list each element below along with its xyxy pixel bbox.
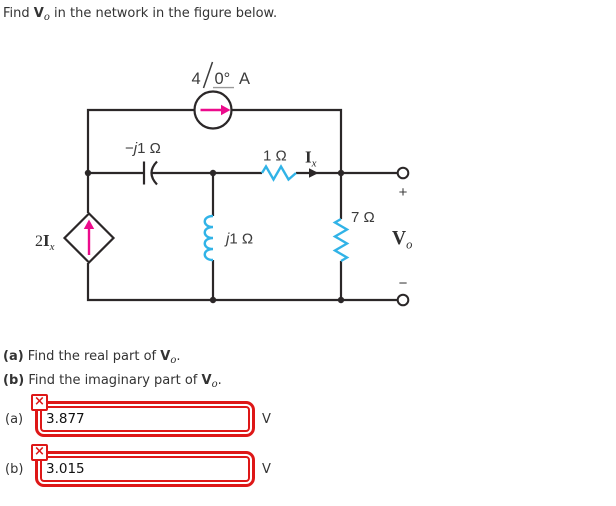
answer-input-b[interactable] xyxy=(40,456,250,482)
question-b-label: (b) xyxy=(3,373,25,388)
wire xyxy=(231,108,343,219)
question-b-text: Find the imaginary part of xyxy=(24,373,202,388)
source-unit: A xyxy=(239,70,250,88)
page-title: Find Vo in the network in the figure bel… xyxy=(3,6,277,23)
answer-b-error-outline xyxy=(35,451,255,487)
label-resistor-7ohm: 7 Ω xyxy=(351,209,375,226)
ix-direction-arrow xyxy=(309,168,319,178)
label-capacitor: −j1 Ω xyxy=(125,140,161,157)
question-list: (a) Find the real part of Vo. (b) Find t… xyxy=(3,347,222,395)
source-angle: 0° xyxy=(215,70,231,88)
label-ix: Ix xyxy=(305,148,317,170)
wire xyxy=(86,108,195,213)
question-a-label: (a) xyxy=(3,349,24,364)
resistor-7ohm xyxy=(332,217,350,263)
title-text-post: in the network in the figure below. xyxy=(49,6,278,21)
resistor-1ohm xyxy=(260,164,297,182)
junction-dot xyxy=(209,296,217,304)
terminal-top xyxy=(396,166,410,180)
junction-dot xyxy=(337,296,345,304)
title-text: Find xyxy=(3,6,34,21)
dependent-source-arrow xyxy=(83,219,95,255)
wires xyxy=(86,108,398,302)
answer-a-label: (a) xyxy=(5,411,24,427)
wire xyxy=(86,263,398,302)
answer-a-error-outline xyxy=(35,401,255,437)
question-a-var: V xyxy=(160,349,171,364)
answer-a-unit: V xyxy=(262,411,271,427)
question-a: (a) Find the real part of Vo. xyxy=(3,347,222,371)
label-vo: Vo xyxy=(392,228,412,252)
circuit-figure: 4 0° A −j1 Ω 1 Ω Ix j1 Ω 7 Ω 2Ix Vo + − xyxy=(35,61,412,307)
current-source-arrow xyxy=(200,104,231,116)
junction-dot xyxy=(337,169,345,177)
label-resistor-1ohm: 1 Ω xyxy=(263,148,287,165)
question-b-var: V xyxy=(201,373,212,388)
angle-slash xyxy=(202,61,214,89)
source-magnitude: 4 xyxy=(192,70,201,88)
answer-row-b: (b) × V xyxy=(5,444,271,491)
answer-b-label: (b) xyxy=(5,461,24,477)
junction-dot xyxy=(209,169,217,177)
inductor-j1 xyxy=(203,214,214,262)
junction-dots xyxy=(84,169,345,304)
capacitor xyxy=(142,160,158,186)
answer-b-box: × xyxy=(31,444,255,487)
label-inductor: j1 Ω xyxy=(224,231,253,248)
plus-sign: + xyxy=(399,184,408,201)
capacitor-plate-curved xyxy=(150,160,158,186)
junction-dot xyxy=(84,169,92,177)
question-a-text: Find the real part of xyxy=(23,349,161,364)
label-source-value: 4 0° A xyxy=(192,61,250,89)
answer-row-a: (a) × V xyxy=(5,394,271,441)
incorrect-icon: × xyxy=(31,394,48,411)
answer-input-a[interactable] xyxy=(40,406,250,432)
question-b-period: . xyxy=(217,373,222,388)
question-a-period: . xyxy=(176,349,181,364)
question-b: (b) Find the imaginary part of Vo. xyxy=(3,371,222,395)
terminal-bottom xyxy=(396,293,410,307)
incorrect-icon: × xyxy=(31,444,48,461)
answer-b-unit: V xyxy=(262,461,271,477)
question-b-subscript: o xyxy=(211,379,218,390)
answer-a-box: × xyxy=(31,394,255,437)
minus-sign: − xyxy=(399,275,408,292)
label-dependent-source: 2Ix xyxy=(35,231,55,253)
title-var: V xyxy=(33,6,44,21)
title-var-subscript: o xyxy=(43,12,50,23)
question-a-subscript: o xyxy=(170,355,177,366)
